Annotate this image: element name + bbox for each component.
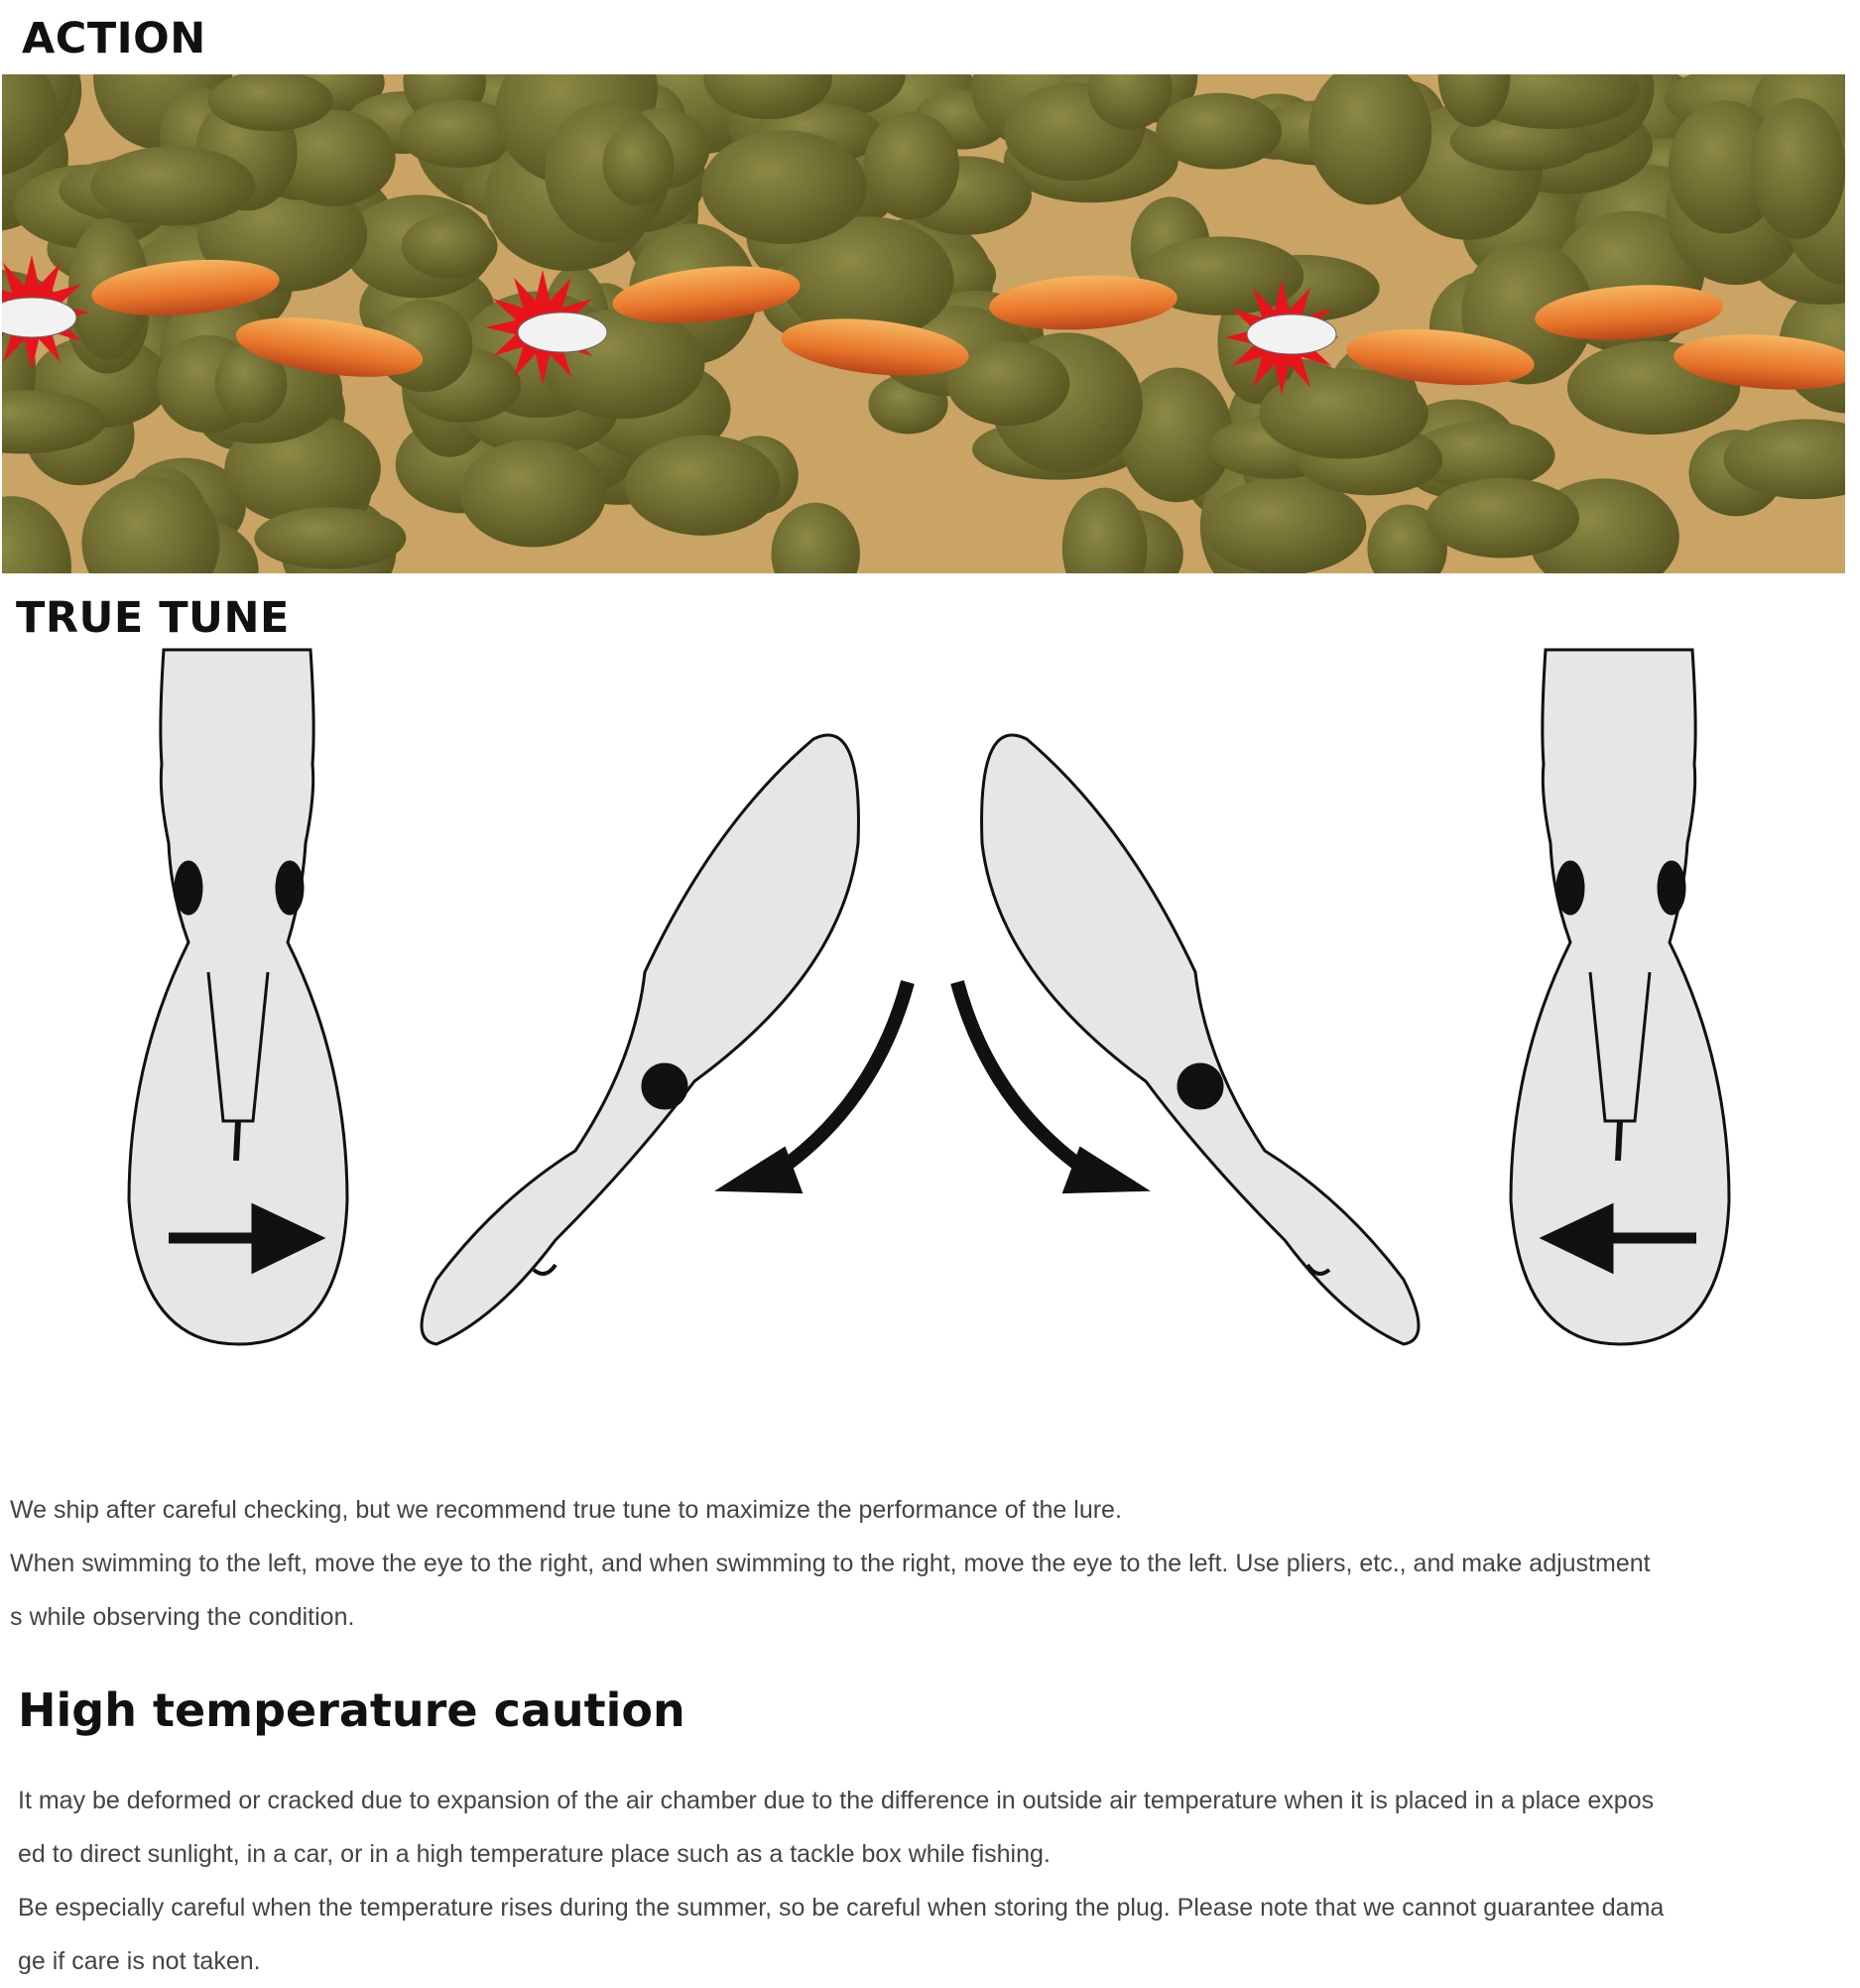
rock	[1437, 74, 1511, 127]
lure-lip	[1246, 313, 1337, 355]
rock	[863, 111, 960, 220]
rock	[214, 344, 288, 424]
text-line: ed to direct sunlight, in a car, or in a…	[18, 1840, 1051, 1868]
lure	[235, 317, 424, 377]
caution-paragraph: It may be deformed or cracked due to exp…	[18, 1774, 1664, 1988]
rock	[207, 74, 333, 132]
rock	[2, 390, 106, 454]
text-line: It may be deformed or cracked due to exp…	[18, 1787, 1655, 1814]
lure	[1535, 285, 1723, 340]
rock	[1668, 100, 1783, 234]
lure-tilted-right	[980, 733, 1421, 1346]
rock	[2, 496, 71, 573]
lure-action-illustration	[2, 74, 1845, 573]
rocks	[2, 74, 1845, 573]
lure	[989, 275, 1178, 330]
lure	[612, 266, 801, 323]
rock	[1120, 367, 1233, 503]
rock	[701, 130, 867, 245]
true-tune-paragraph: We ship after careful checking, but we r…	[10, 1483, 1651, 1644]
rock	[1426, 477, 1580, 559]
rock	[602, 122, 675, 205]
action-heading: ACTION	[22, 14, 206, 63]
true-tune-diagram	[127, 648, 1731, 1346]
rock	[1410, 421, 1555, 490]
rock	[946, 340, 1070, 427]
text-line: s while observing the condition.	[10, 1603, 355, 1631]
lure	[1346, 328, 1535, 386]
rock	[1750, 97, 1845, 239]
rock	[1308, 74, 1432, 205]
text-line: Be especially careful when the temperatu…	[18, 1894, 1665, 1922]
rock	[1087, 74, 1173, 130]
rock	[1139, 236, 1304, 315]
lure	[1674, 334, 1845, 390]
rock	[459, 439, 607, 548]
rock	[703, 74, 832, 120]
rock	[625, 435, 781, 536]
lure-front-view-left	[127, 648, 349, 1346]
text-line: ge if care is not taken.	[18, 1947, 261, 1975]
curved-arrow-left	[714, 980, 915, 1194]
high-temperature-caution-heading: High temperature caution	[18, 1683, 685, 1737]
rock	[1061, 487, 1148, 573]
rock	[81, 476, 220, 573]
rock	[1259, 368, 1428, 459]
lure	[781, 318, 969, 376]
curved-arrow-right	[950, 980, 1151, 1194]
text-line: When swimming to the left, move the eye …	[10, 1550, 1651, 1577]
rock	[254, 507, 407, 569]
lure-lip	[517, 311, 608, 353]
rock	[781, 216, 954, 342]
true-tune-heading: TRUE TUNE	[16, 593, 290, 643]
lures	[2, 255, 1845, 395]
lure-tilted-left	[420, 733, 860, 1346]
rock	[1723, 419, 1845, 500]
lure-front-view-right	[1509, 648, 1731, 1346]
lure-lip	[2, 297, 77, 338]
rock	[270, 109, 396, 206]
rock	[1156, 92, 1283, 170]
rock	[401, 213, 498, 279]
rock	[90, 146, 256, 226]
rock	[1201, 478, 1367, 573]
rock	[399, 99, 521, 169]
text-line: We ship after careful checking, but we r…	[10, 1496, 1122, 1524]
rock	[2, 74, 59, 176]
lure	[91, 259, 280, 316]
rock	[771, 502, 860, 573]
